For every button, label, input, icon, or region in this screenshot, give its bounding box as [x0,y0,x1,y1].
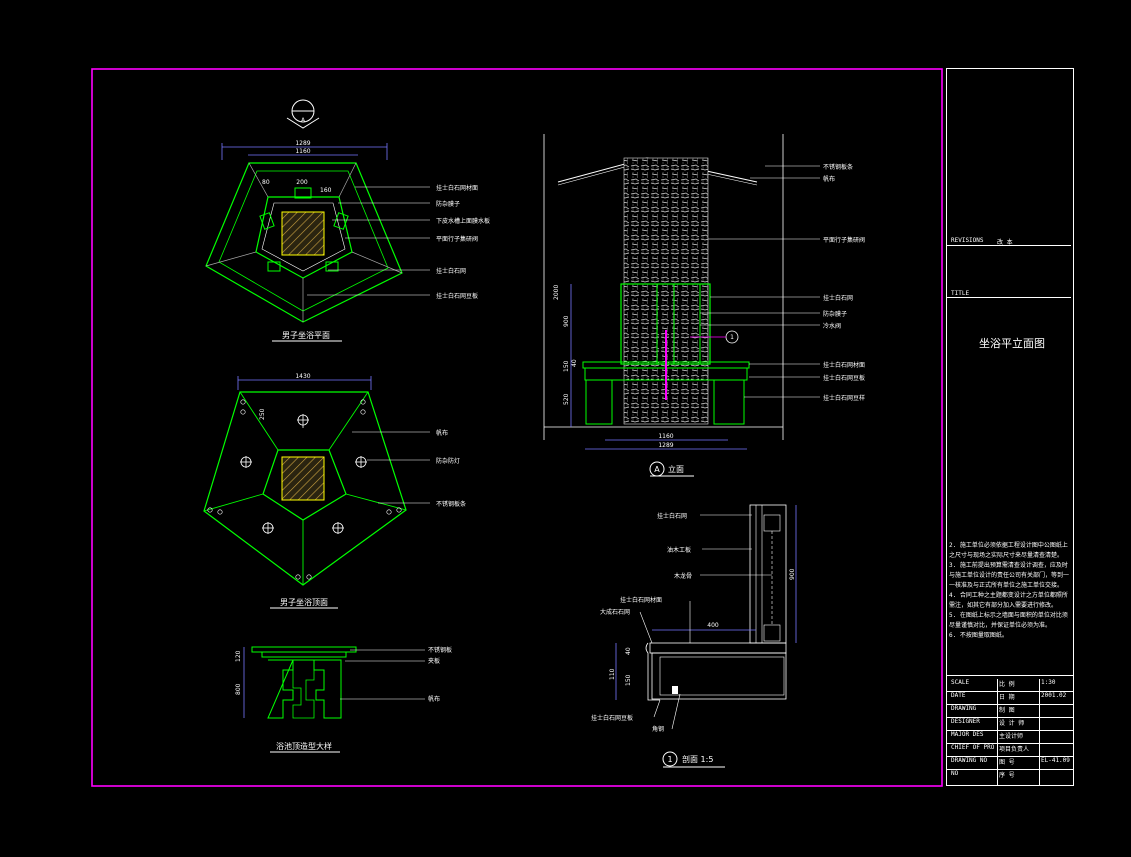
elev-dim-3: 40 [571,359,578,367]
note-4: 6. 不按图量取图纸。 [949,632,1008,639]
elev-bottom-1: 1289 [658,442,673,449]
elev-label-8: 挂士白石网豆样 [823,394,865,402]
drawing-frame [91,68,943,787]
divider [947,297,1071,298]
elevation-marker: 1 [730,334,734,341]
elev-label-5: 冷水阀 [823,322,841,330]
elev-dim-2: 150 [563,360,570,372]
notes: 2. 施工单位必须依据工程设计图中公图纸上之尺寸与现场之实际尺寸来尽量清查清楚。… [949,541,1071,641]
divider [947,675,1073,676]
sec-label-5: 挂士白石网豆板 [591,714,633,722]
dim-top: 1430 [295,373,310,380]
dim-small: 200 [296,179,308,186]
title-block: REVISIONS 改 本 TITLE 坐浴平立面图 2. 施工单位必须依据工程… [946,68,1074,786]
elev-label-0: 不锈钢板条 [823,163,853,171]
sec-label-4: 大成石石网 [600,608,630,616]
divider [947,245,1071,246]
sec-dim-0: 900 [789,568,796,580]
revisions-label: REVISIONS [951,237,984,244]
section-caption-circle [662,751,678,767]
sec-label-2: 木龙骨 [674,572,692,580]
dim-inner: 1160 [295,148,310,155]
sec-dim-1: 400 [707,622,719,629]
elev-caption: 立面 [668,464,684,474]
dim-outer: 1289 [295,140,310,147]
detail-dim-b: 800 [235,683,242,695]
sec-label-3: 挂士白石网材面 [620,596,662,604]
sec-label-0: 挂士白石网 [657,512,687,520]
elev-label-4: 防杂膜子 [823,310,847,318]
section-1: 900 400 40 110 150 挂士白石网 油木工板 木龙骨 挂士白石网材… [591,504,797,768]
elev-dim-4: 520 [563,393,570,405]
revisions-cn: 改 本 [997,239,1013,246]
ceiling-label-1: 防杂防灯 [436,457,460,465]
elev-label-2: 平面行子集研阀 [823,236,865,244]
detail-label-2: 帆布 [428,695,440,703]
plan-top-label-3: 平面行子集研阀 [436,235,478,243]
drawing-title: 坐浴平立面图 [979,337,1045,350]
dim-side: 80 [262,179,270,186]
plan-top-label-0: 挂士白石网材面 [436,184,478,192]
plan-ceiling: 1430 250 帆布 防杂防灯 不 [203,373,466,609]
elev-label-3: 挂士白石网 [823,294,853,302]
note-2: 4. 合同工种之主题都变设计之方单位都照所需注，如其它有部分加入需要进行修改。 [949,592,1068,609]
elev-dim-0: 2000 [553,285,560,300]
note-0: 2. 施工单位必须依据工程设计图中公图纸上之尺寸与现场之实际尺寸来尽量清查清楚。 [949,542,1068,559]
sec-label-1: 油木工板 [667,546,691,554]
note-1: 3. 施工前提出预算需清查设计调查，应及时与施工单位设计的责任公司有关部门，等到… [949,562,1070,589]
plan-top-label-1: 防杂膜子 [436,200,460,208]
elev-label-7: 挂士白石网豆板 [823,374,865,382]
detail-label-1: 夹板 [428,657,440,665]
title-label: TITLE [951,290,970,297]
dim-side: 250 [259,408,266,420]
sec-symbol: 1 [667,755,672,764]
plan-top-label-4: 挂士白石网 [436,267,466,275]
plan-top: A 1289 1160 200 80 160 [205,99,490,342]
sec-dim-3: 110 [609,668,616,680]
symbol-label: A [301,117,306,124]
detail-label-0: 不锈钢板 [428,646,452,654]
plan-top-caption: 男子坐浴平面 [282,330,330,340]
elevation-a: 1 2000 900 150 40 520 1160 1289 不锈钢板条 帆布… [543,134,865,477]
lamp-icon [240,414,367,534]
dim-mid: 160 [320,187,332,194]
plan-top-label-5: 挂士白石网豆板 [436,292,478,300]
section-symbol-a: A [286,99,320,129]
elev-label-6: 挂士白石网材面 [823,361,865,369]
plan-top-label-2: 下皮水槽上面膜水板 [436,217,490,225]
sec-dim-2: 40 [625,647,632,655]
sec-label-6: 角钢 [652,725,664,733]
note-3: 5. 在图纸上标示之墙面与面积的单位对比须尽量谨慎对比，并保证单位必须为准。 [949,612,1068,629]
elev-bottom-0: 1160 [658,433,673,440]
detail-caption: 浴池顶造型大样 [276,741,332,751]
elev-label-1: 帆布 [823,175,835,183]
elev-caption-symbol: A [654,465,660,474]
ceiling-label-0: 帆布 [436,429,448,437]
ceiling-caption: 男子坐浴顶面 [280,597,328,607]
detail-dim-a: 120 [235,650,242,662]
detail-canopy: 120 800 不锈钢板 夹板 帆布 浴池顶造型大样 [235,646,452,753]
ceiling-label-2: 不锈钢板条 [436,500,466,508]
elev-dim-1: 900 [563,315,570,327]
sec-caption: 剖面 1:5 [682,754,713,764]
sec-dim-4: 150 [625,674,632,686]
